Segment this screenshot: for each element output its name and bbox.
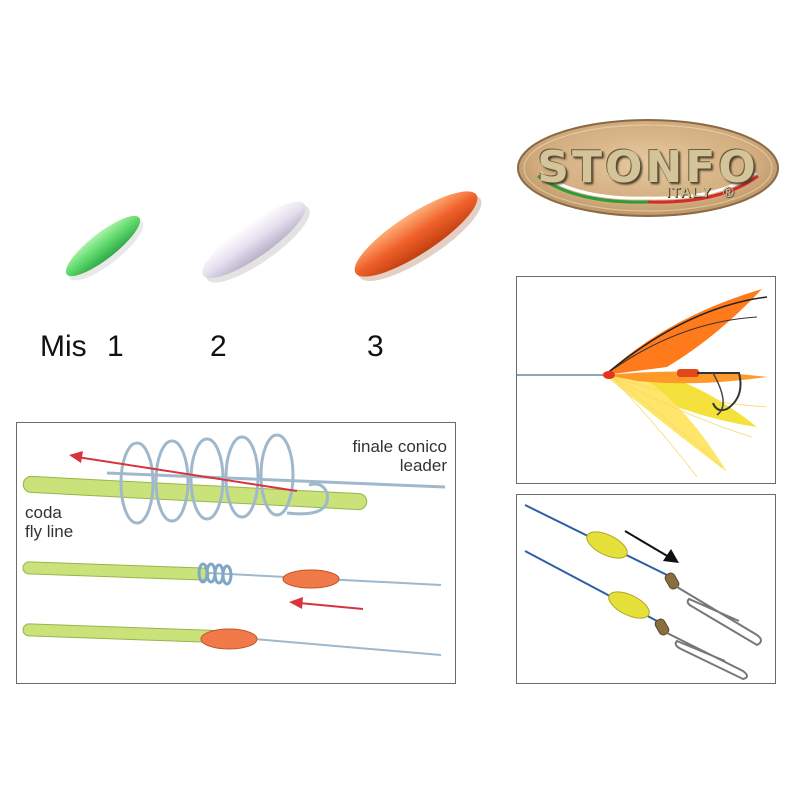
swivel-snap-lower	[654, 618, 748, 681]
swivel-snap-upper	[664, 572, 762, 647]
treble-hook	[697, 372, 742, 412]
brand-name: STONFO	[537, 142, 759, 193]
coil-loops	[119, 433, 329, 525]
tube-tip	[677, 369, 699, 377]
direction-arrow-head	[663, 549, 679, 563]
size-label-2: 2	[210, 330, 227, 363]
bead-size-1	[65, 215, 144, 281]
leader-label-line2: leader	[399, 456, 447, 475]
fly-hackle	[604, 289, 768, 478]
knot-diagram-panel: finale conico leader coda fly line	[16, 422, 456, 684]
registered-mark: ®	[722, 184, 735, 201]
swivel-illustration	[524, 504, 762, 681]
tube-fly-illustration	[517, 289, 768, 478]
logo-oval	[517, 119, 779, 217]
leader-line-3	[230, 636, 442, 656]
slide-arrow-head	[289, 597, 303, 609]
brand-origin: ITALY ®	[666, 184, 735, 201]
fly-photo-panel	[516, 276, 776, 484]
stonfo-logo: STONFO ITALY ®	[516, 118, 780, 218]
bead-sliding	[282, 569, 340, 589]
flyline-label-line1: coda	[25, 503, 62, 522]
swivel-diagram-panel	[516, 494, 776, 684]
bead-size-2	[202, 201, 310, 283]
pull-arrow-1	[76, 456, 298, 492]
slide-arrow	[298, 602, 364, 610]
leader-label-line1: finale conico	[352, 437, 447, 456]
flyline-label: coda fly line	[25, 503, 73, 541]
leader-line-1	[106, 471, 446, 489]
size-prefix-label: Mis	[40, 330, 87, 363]
size-label-1: 1	[107, 330, 124, 363]
fly-line-3	[22, 623, 220, 643]
pull-arrow-1-head	[69, 451, 83, 463]
fly-head-bead	[603, 371, 615, 379]
bead-size-3	[354, 191, 482, 281]
direction-arrow	[624, 530, 670, 558]
bead-upper	[586, 531, 628, 559]
fly-line-2	[22, 561, 210, 581]
bead-covering-knot	[200, 628, 258, 650]
flyline-label-line2: fly line	[25, 522, 74, 541]
finished-knot	[197, 562, 233, 586]
brand-origin-text: ITALY	[666, 184, 712, 201]
size-label-3: 3	[367, 330, 384, 363]
bead-lower	[608, 591, 650, 619]
knot-illustration	[22, 433, 446, 656]
leader-label: finale conico leader	[337, 437, 447, 475]
bead-sizes	[65, 191, 482, 283]
